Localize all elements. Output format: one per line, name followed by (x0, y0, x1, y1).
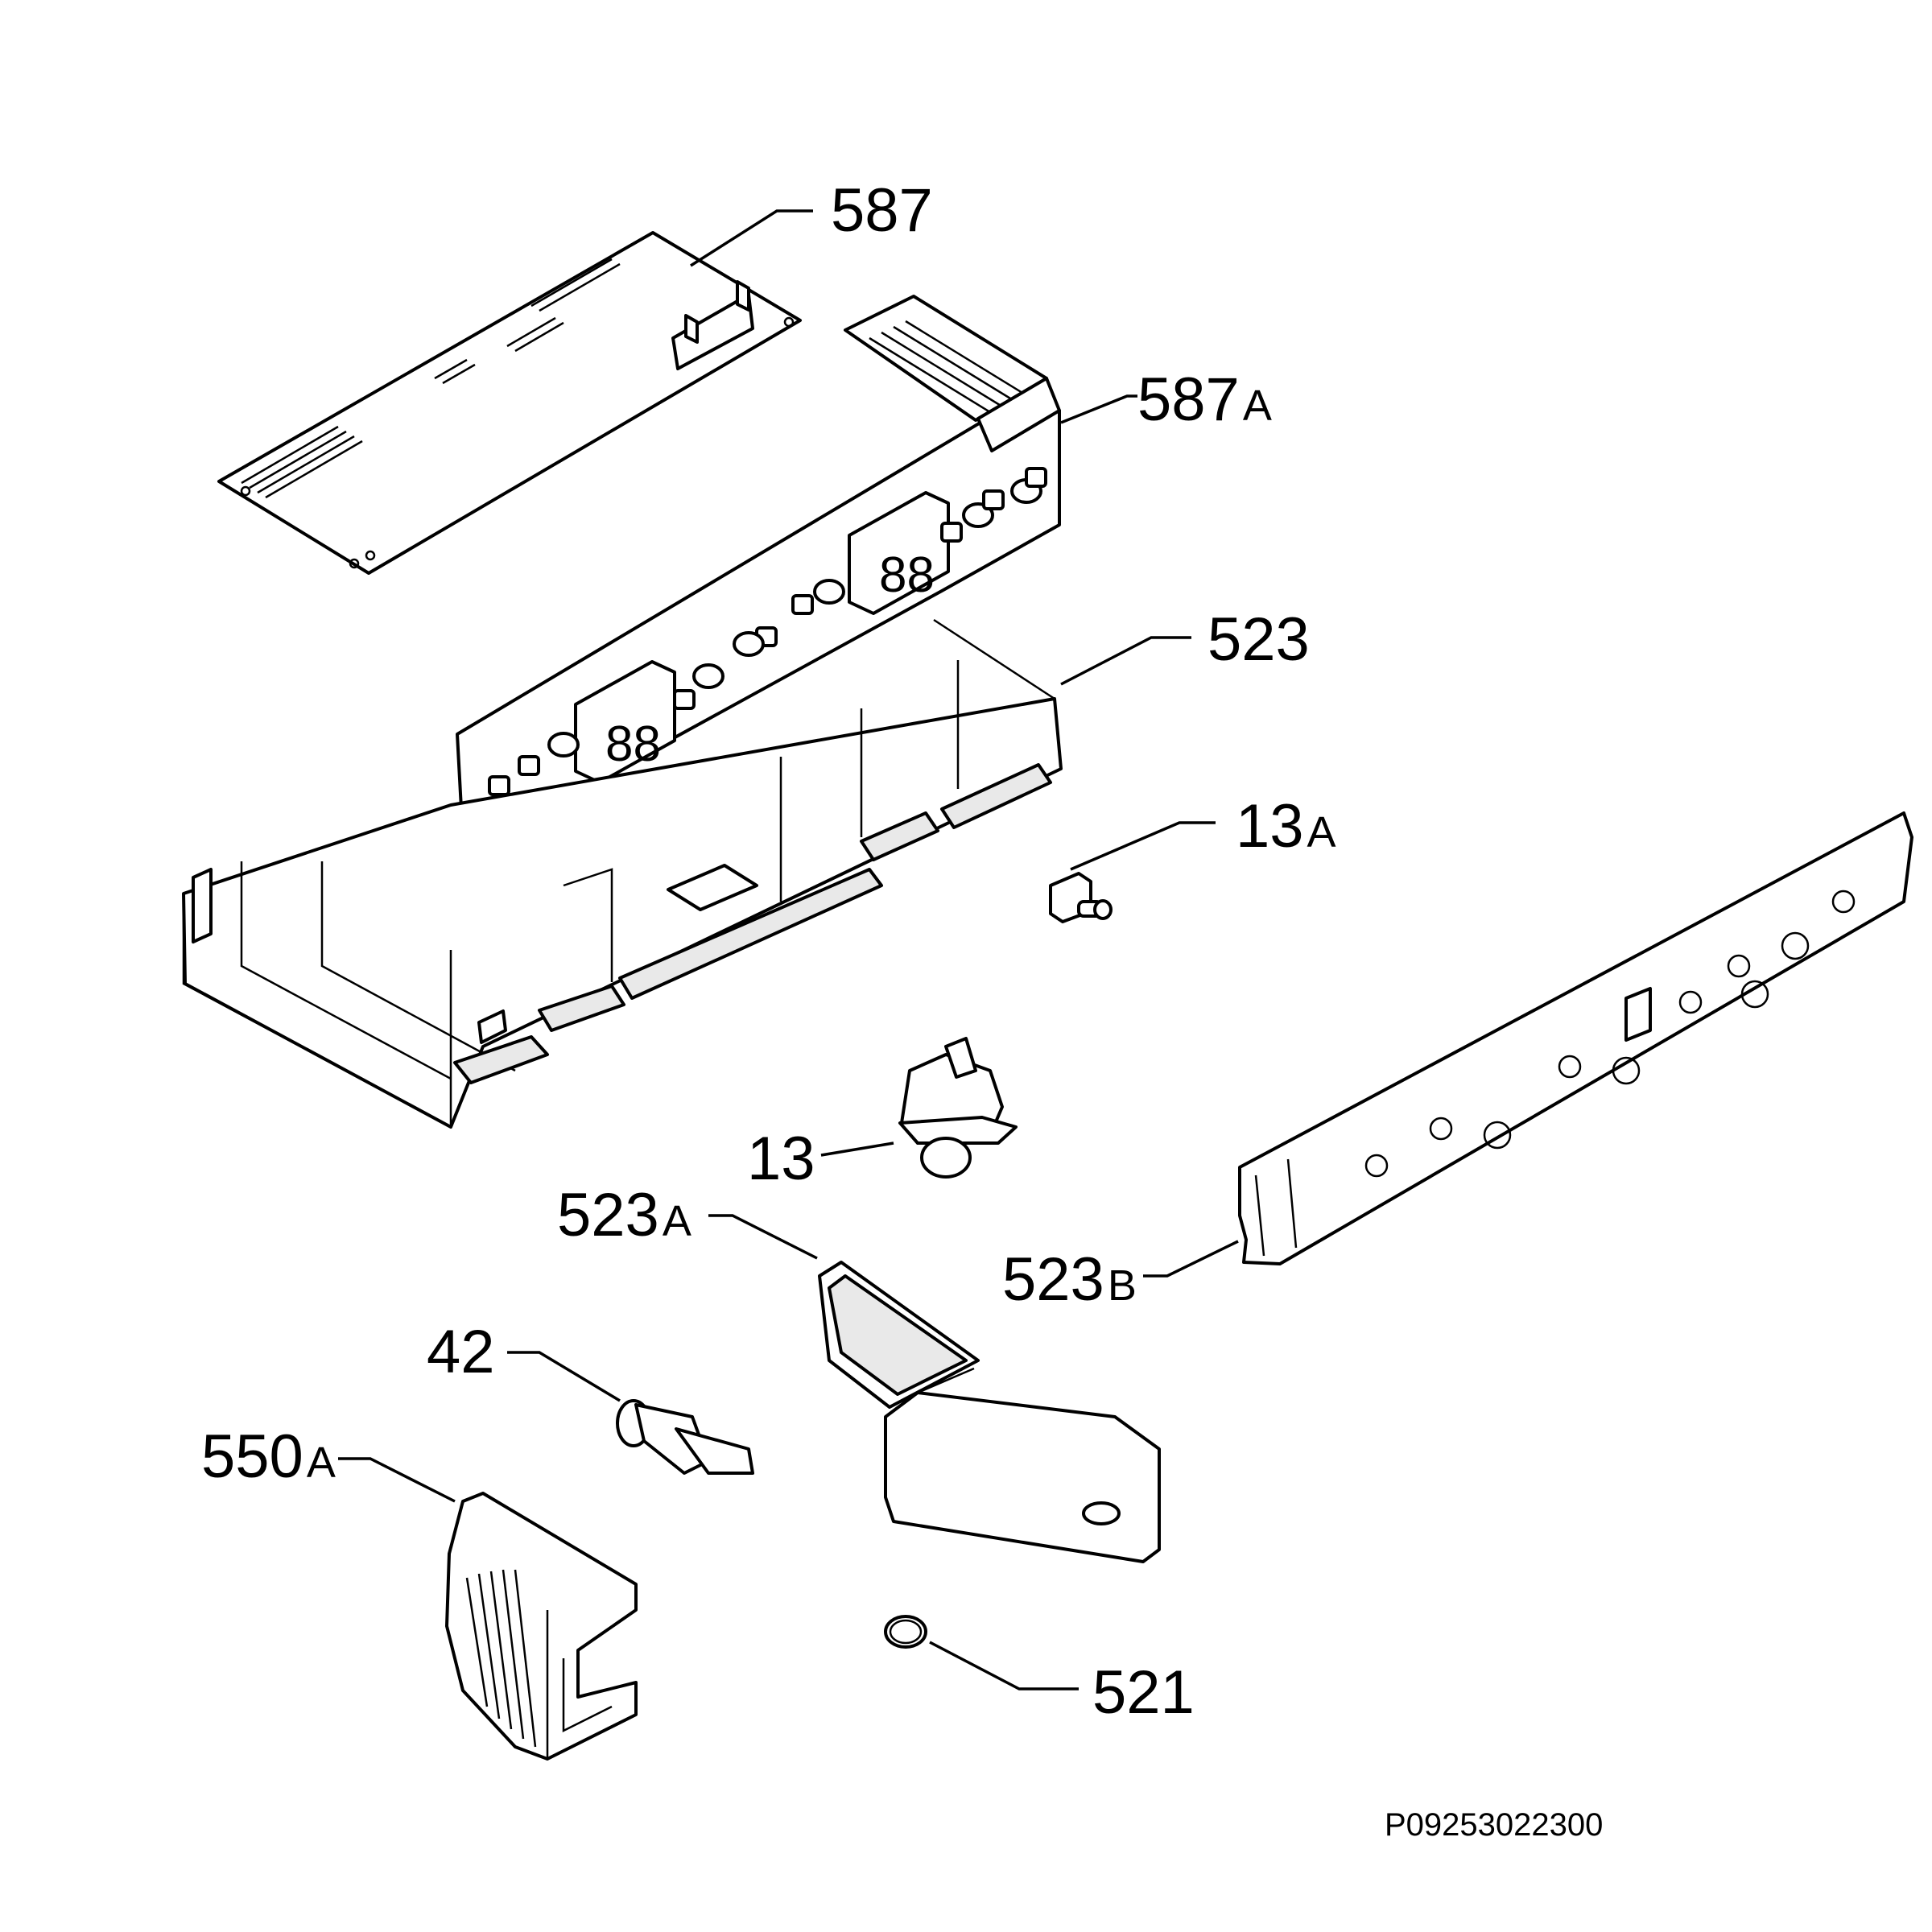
callout-523a: 523A (557, 1181, 691, 1249)
svg-text:88: 88 (605, 716, 661, 772)
part-42-lamp-socket (616, 1399, 754, 1475)
callout-587a: 587A (1137, 365, 1272, 434)
drawing-code: P09253022300 (1385, 1807, 1603, 1843)
leader-lines (338, 209, 1239, 1690)
display-right: 88 (848, 491, 950, 615)
callout-523b: 523B (1002, 1245, 1137, 1314)
part-587-main-board (217, 231, 802, 575)
callout-13: 13 (747, 1125, 815, 1193)
callout-587: 587 (831, 176, 933, 245)
part-521-o-ring (884, 1615, 927, 1649)
callout-550a: 550A (201, 1422, 336, 1491)
part-523-housing (182, 618, 1063, 1129)
part-550a-end-cap (445, 1492, 638, 1761)
callout-42: 42 (427, 1318, 495, 1386)
callout-13a: 13A (1236, 792, 1336, 861)
part-523b-strip (1238, 811, 1913, 1265)
part-13a-switch (1049, 872, 1113, 923)
callout-523: 523 (1208, 605, 1310, 674)
part-13-push-button (898, 1037, 1018, 1179)
callout-521: 521 (1092, 1658, 1195, 1727)
part-587a-display-board: 88 88 (456, 295, 1061, 855)
display-left: 88 (574, 660, 676, 784)
svg-text:88: 88 (879, 547, 935, 603)
part-523a-cover (818, 1261, 1161, 1563)
